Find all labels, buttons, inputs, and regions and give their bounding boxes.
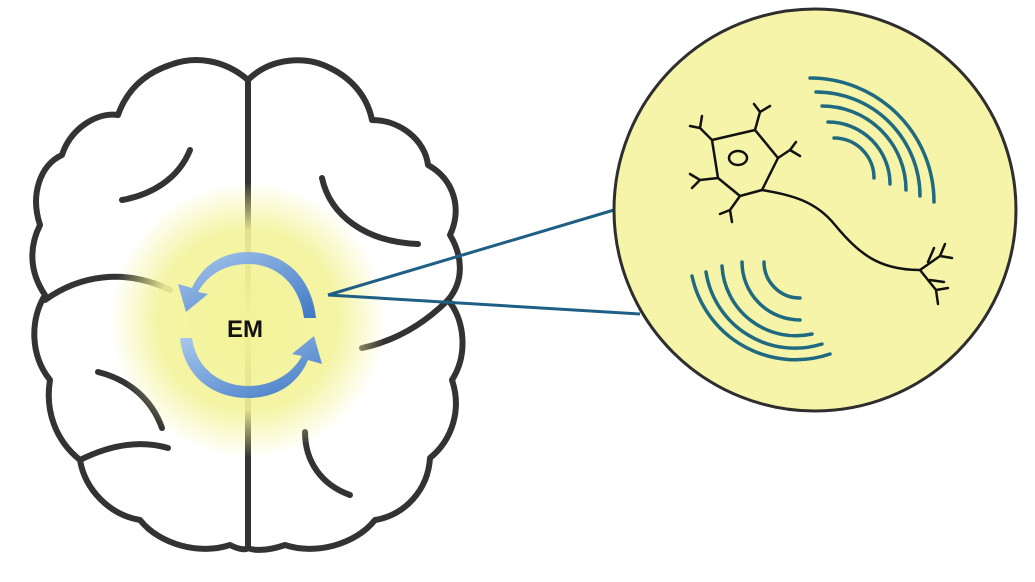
neuron-icon bbox=[688, 102, 954, 306]
neuron-nucleus bbox=[727, 149, 749, 167]
em-label: EM bbox=[227, 316, 263, 343]
wave-upper-4 bbox=[814, 90, 922, 198]
wave-upper-5 bbox=[808, 76, 936, 204]
wave-upper-1 bbox=[832, 136, 876, 180]
neuron-axon-terminals bbox=[918, 242, 954, 306]
left-fold-bottom bbox=[77, 441, 171, 463]
wave-lower-4 bbox=[704, 270, 824, 350]
right-fold-upper bbox=[319, 175, 421, 247]
wave-icon-lower bbox=[690, 260, 832, 362]
zoom-circle-background bbox=[612, 7, 1018, 413]
cycle-arrows-icon bbox=[178, 252, 322, 398]
wave-lower-1 bbox=[762, 260, 802, 300]
wave-upper-2 bbox=[826, 120, 892, 186]
zoom-connector bbox=[327, 208, 641, 316]
cycle-arrow-top bbox=[178, 252, 316, 318]
connector-line-lower bbox=[327, 293, 641, 316]
wave-icon-upper bbox=[808, 76, 936, 204]
zoom-circle bbox=[612, 7, 1018, 413]
left-hemisphere-outline bbox=[29, 57, 251, 553]
em-glow bbox=[110, 182, 386, 458]
wave-upper-3 bbox=[820, 104, 908, 192]
wave-lower-5 bbox=[690, 274, 832, 362]
wave-lower-2 bbox=[740, 260, 802, 322]
connector-line-upper bbox=[327, 208, 615, 297]
neuron-dendrites bbox=[688, 102, 802, 224]
cycle-arrow-bottom bbox=[180, 336, 322, 398]
left-fold-upper bbox=[119, 147, 193, 203]
wave-lower-3 bbox=[720, 264, 814, 338]
neuron-axon bbox=[760, 188, 922, 272]
